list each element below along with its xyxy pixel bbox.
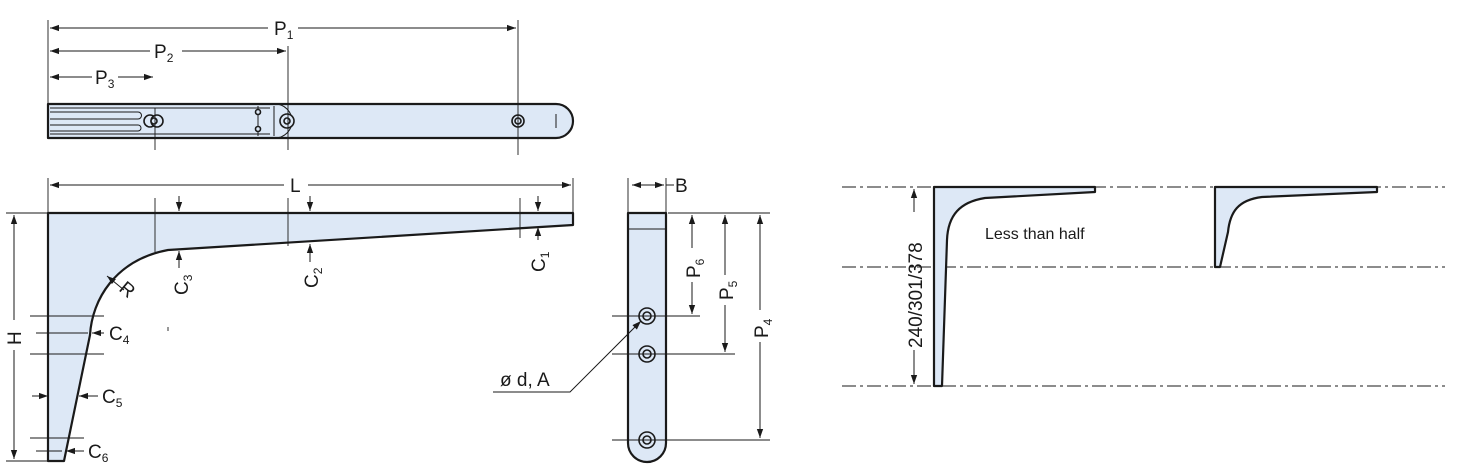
c5-label: C5: [102, 387, 123, 410]
b-label: B: [675, 176, 688, 197]
c3-label: C3: [172, 274, 195, 295]
p4-label: P4: [752, 318, 775, 338]
p5-label: P5: [717, 280, 740, 300]
hole-spec-label: ø d, A: [500, 370, 550, 391]
height-values-label: 240/301/378: [906, 242, 927, 348]
top-view: P1 P2 P3: [46, 19, 575, 155]
p3-label: P3: [95, 68, 115, 91]
c4-label: C4: [109, 324, 130, 347]
bracket-reduced-profile: [1213, 185, 1379, 269]
front-view: B P6 P5 P4 ø d, A: [493, 176, 775, 464]
c2-label: C2: [302, 267, 325, 288]
bracket-full-profile: [932, 185, 1097, 388]
side-view: L C1 C2 C3 R H C4 C5: [5, 176, 575, 465]
c6-label: C6: [88, 442, 109, 465]
p6-label: P6: [684, 258, 707, 278]
l-label: L: [290, 176, 301, 197]
comparison-view: 240/301/378 Less than half: [842, 185, 1445, 388]
c1-label: C1: [529, 251, 552, 272]
r-label: R: [115, 278, 139, 303]
h-label: H: [5, 331, 26, 345]
comparison-note: Less than half: [985, 226, 1085, 243]
p1-label: P1: [274, 19, 294, 42]
p2-label: P2: [154, 42, 174, 65]
bracket-top-view: [46, 102, 575, 140]
bracket-front-view: [626, 211, 668, 464]
